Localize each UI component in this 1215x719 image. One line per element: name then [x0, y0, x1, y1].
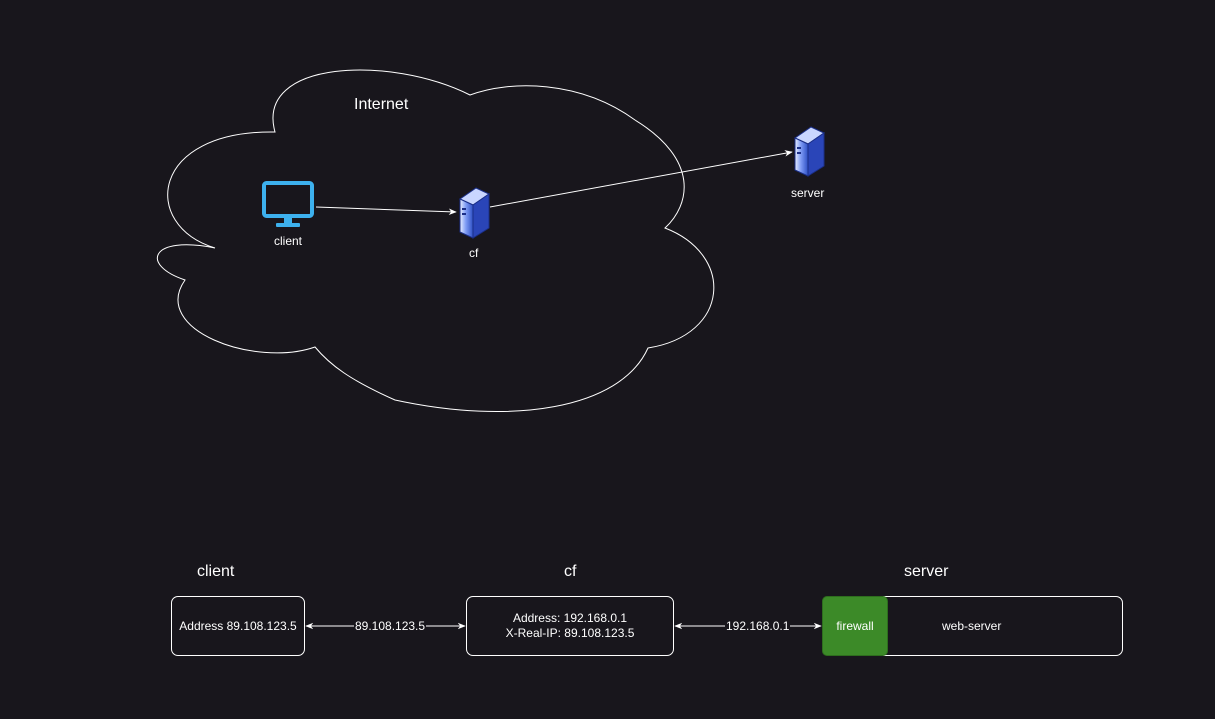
cf-box: Address: 192.168.0.1 X-Real-IP: 89.108.1…: [466, 596, 674, 656]
client-label: client: [274, 234, 303, 248]
web-server-label: web-server: [942, 619, 1002, 633]
cf-section-title: cf: [564, 563, 577, 580]
client-address-text: Address 89.108.123.5: [179, 618, 297, 633]
firewall-box: firewall: [822, 596, 888, 656]
internet-label: Internet: [354, 96, 409, 113]
edge2-label: 192.168.0.1: [725, 619, 791, 633]
server-label: server: [791, 186, 825, 200]
edge-client-cf: [315, 206, 457, 215]
internet-cloud: [156, 69, 715, 412]
server-section-title: server: [904, 563, 949, 580]
cf-server-icon: [458, 187, 491, 239]
cf-label: cf: [469, 246, 479, 260]
cf-real-ip-text: X-Real-IP: 89.108.123.5: [505, 626, 635, 640]
server-icon: [793, 126, 826, 177]
edge1-label: 89.108.123.5: [354, 619, 427, 633]
edge-cf-server: [489, 150, 793, 208]
client-section-title: client: [197, 563, 235, 580]
firewall-label: firewall: [836, 619, 874, 633]
monitor-icon: [262, 181, 314, 227]
client-box: Address 89.108.123.5: [171, 596, 305, 656]
cf-address-text: Address: 192.168.0.1: [512, 611, 628, 625]
